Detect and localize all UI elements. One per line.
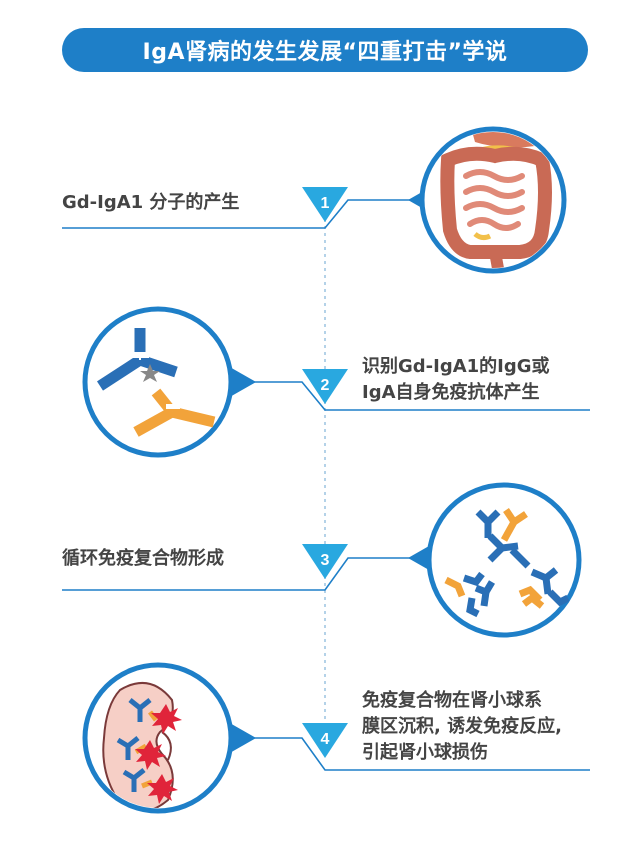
step1-connector-line	[62, 199, 420, 229]
antibody-pair-icon	[82, 306, 234, 458]
step4-label: 免疫复合物在肾小球系 膜区沉积, 诱发免疫反应, 引起肾小球损伤	[362, 690, 562, 763]
step2-marker: 2	[302, 369, 348, 404]
step3-label: 循环免疫复合物形成	[62, 548, 224, 569]
kidney-deposition-icon	[82, 662, 234, 814]
step4-number: 4	[321, 731, 330, 748]
step4-marker: 4	[302, 723, 348, 758]
page-title: IgA肾病的发生发展“四重打击”学说	[142, 40, 508, 65]
step1-label: Gd-IgA1 分子的产生	[62, 192, 240, 213]
step3-marker: 3	[302, 544, 348, 579]
step3-connector-line	[62, 557, 420, 591]
step1-number: 1	[321, 195, 330, 212]
step4-pointer	[228, 722, 256, 754]
step2-pointer	[228, 366, 256, 398]
step1-marker: 1	[302, 187, 348, 222]
step3-number: 3	[321, 552, 330, 569]
immune-complex-icon	[426, 482, 582, 638]
intestine-icon	[419, 126, 567, 274]
title-banner: IgA肾病的发生发展“四重打击”学说	[62, 28, 588, 72]
step2-number: 2	[321, 377, 330, 394]
step2-label: 识别Gd-IgA1的IgG或 IgA自身免疫抗体产生	[362, 356, 550, 403]
step2-connector-line	[240, 381, 590, 411]
step4-connector-line	[240, 737, 590, 771]
